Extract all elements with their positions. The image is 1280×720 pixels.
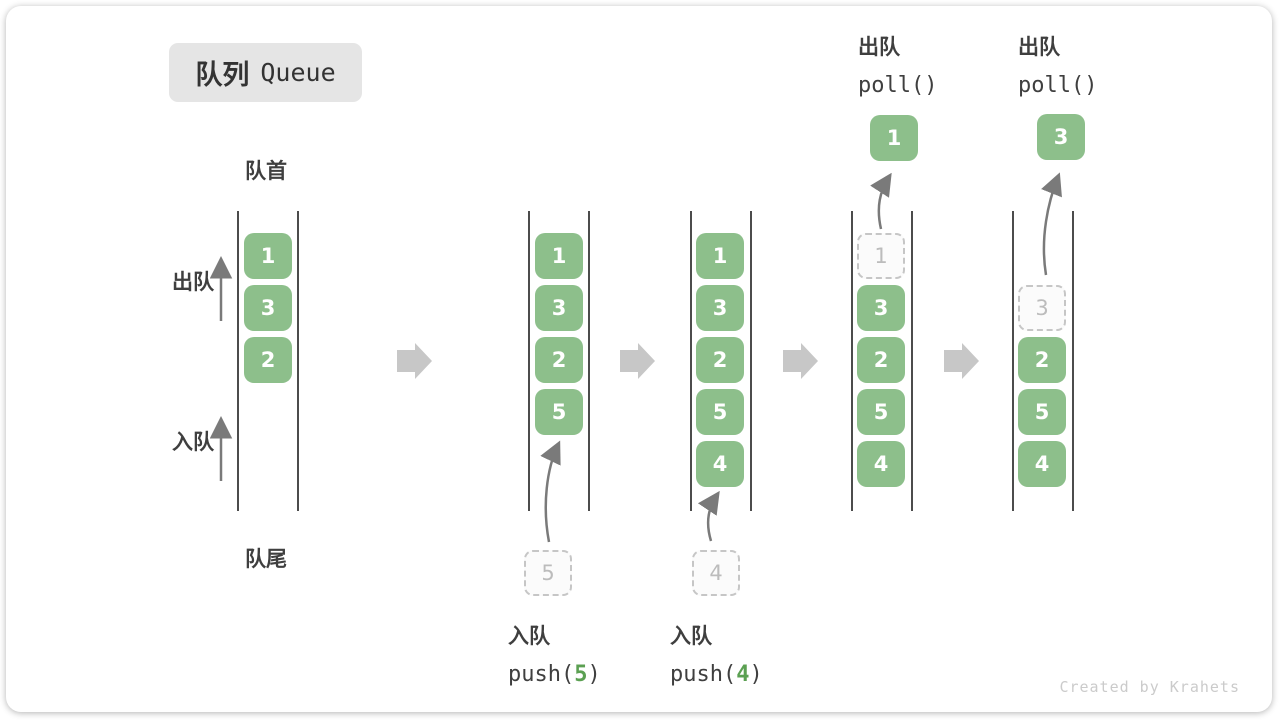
queue-wall-left <box>1012 211 1014 511</box>
queue-element: 3 <box>857 285 905 331</box>
operation-code: push(4) <box>670 662 763 687</box>
queue-element: 2 <box>857 337 905 383</box>
operation-caption: 入队 push(5) <box>508 620 678 687</box>
queue-wall-left <box>851 211 853 511</box>
operation-label: 入队 <box>508 624 550 648</box>
queue-element: 2 <box>535 337 583 383</box>
title-en: Queue <box>260 58 336 87</box>
operation-caption: 出队 poll() <box>858 31 1028 98</box>
dequeue-arrow-icon <box>1041 172 1062 276</box>
queue-element: 3 <box>535 285 583 331</box>
staged-element: 5 <box>524 550 572 596</box>
flow-arrow-icon <box>944 343 979 379</box>
removed-slot: 1 <box>857 233 905 279</box>
operation-label: 出队 <box>858 35 900 59</box>
operation-label: 出队 <box>1018 35 1060 59</box>
queue-element: 2 <box>244 337 292 383</box>
queue-wall-right <box>911 211 913 511</box>
queue-element: 3 <box>244 285 292 331</box>
enqueue-arrow-icon <box>540 440 561 543</box>
flow-arrow-icon <box>783 343 818 379</box>
queue-element: 1 <box>696 233 744 279</box>
queue-wall-right <box>588 211 590 511</box>
operation-code: poll() <box>1018 73 1098 98</box>
operation-code: push(5) <box>508 662 601 687</box>
queue-element: 4 <box>696 441 744 487</box>
title-zh: 队列 <box>195 60 250 91</box>
flow-arrow-icon <box>397 343 432 379</box>
queue-rear-label: 队尾 <box>245 547 287 571</box>
operation-label: 入队 <box>670 624 712 648</box>
dequeue-label: 出队 <box>172 270 214 294</box>
queue-element: 5 <box>1018 389 1066 435</box>
watermark: Created by Krahets <box>1059 678 1240 696</box>
enqueue-label: 入队 <box>172 430 214 454</box>
flow-arrow-icon <box>620 343 655 379</box>
queue-element: 3 <box>696 285 744 331</box>
title-badge: 队列 Queue <box>169 43 362 102</box>
queue-wall-left <box>690 211 692 511</box>
queue-element: 5 <box>857 389 905 435</box>
queue-wall-left <box>237 211 239 511</box>
polled-element: 3 <box>1037 114 1085 160</box>
enqueue-arrow-icon <box>697 490 720 542</box>
operation-code: poll() <box>858 73 938 98</box>
queue-wall-left <box>528 211 530 511</box>
queue-element: 5 <box>696 389 744 435</box>
queue-wall-right <box>297 211 299 511</box>
queue-element: 5 <box>535 389 583 435</box>
operation-caption: 入队 push(4) <box>670 620 840 687</box>
queue-element: 2 <box>696 337 744 383</box>
queue-element: 4 <box>1018 441 1066 487</box>
removed-slot: 3 <box>1018 285 1066 331</box>
queue-element: 1 <box>535 233 583 279</box>
queue-wall-right <box>750 211 752 511</box>
polled-element: 1 <box>870 115 918 161</box>
queue-front-label: 队首 <box>245 159 287 183</box>
operation-caption: 出队 poll() <box>1018 31 1188 98</box>
queue-element: 1 <box>244 233 292 279</box>
queue-element: 2 <box>1018 337 1066 383</box>
queue-element: 4 <box>857 441 905 487</box>
staged-element: 4 <box>692 550 740 596</box>
queue-wall-right <box>1072 211 1074 511</box>
dequeue-arrow-icon <box>870 172 892 230</box>
